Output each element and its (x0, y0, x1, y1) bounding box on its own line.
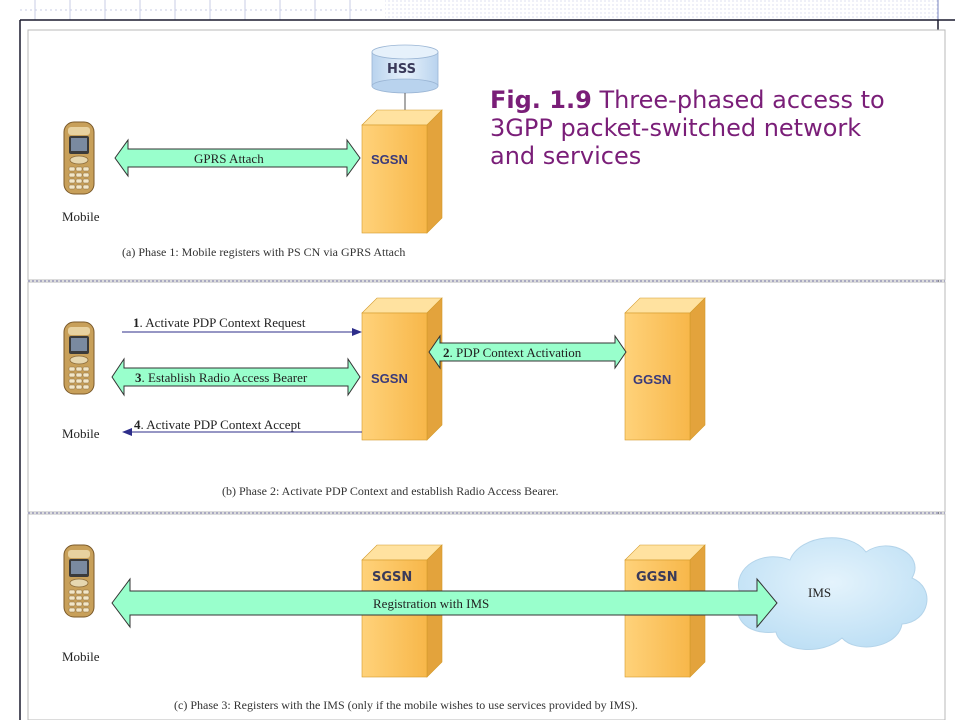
phase2-sgsn-label: SGSN (371, 371, 408, 386)
phase1-phone-icon (63, 121, 95, 195)
figure-title: Fig. 1.9 Three-phased access to 3GPP pac… (490, 86, 910, 170)
phase3-phone-icon (63, 544, 95, 618)
phase3-caption: (c) Phase 3: Registers with the IMS (onl… (174, 698, 638, 712)
step2-number: 2 (443, 345, 450, 360)
phase2-sgsn-box (361, 297, 443, 441)
step3-number: 3 (135, 370, 142, 385)
phase1-sgsn-box (361, 109, 443, 234)
header-pattern (385, 0, 940, 20)
pdp-context-activation-arrow (428, 334, 627, 370)
figure-number: Fig. 1.9 (490, 86, 592, 114)
phase3-mobile-label: Mobile (62, 649, 100, 664)
step4-text: . Activate PDP Context Accept (140, 417, 301, 432)
step3-text: . Establish Radio Access Bearer (141, 370, 308, 385)
step2-text: . PDP Context Activation (449, 345, 582, 360)
radio-access-bearer-arrow (111, 357, 361, 397)
hss-label: HSS (387, 62, 417, 77)
phase1-hss-cylinder (371, 44, 439, 94)
ims-label: IMS (808, 585, 832, 600)
ims-cloud (737, 537, 928, 650)
step1-number: 1 (133, 315, 140, 330)
registration-with-ims-label: Registration with IMS (373, 596, 490, 611)
gprs-attach-arrow (114, 138, 361, 178)
phase2-ggsn-box (624, 297, 706, 441)
phase1-sgsn-label: SGSN (371, 152, 408, 167)
phase2-phone-icon (63, 321, 95, 395)
phase1-mobile-label: Mobile (62, 209, 100, 224)
step1-label: 1. Activate PDP Context Request (133, 316, 305, 329)
step2-label: 2. PDP Context Activation (443, 346, 581, 359)
gprs-attach-label: GPRS Attach (194, 151, 264, 166)
phase2-caption: (b) Phase 2: Activate PDP Context and es… (222, 484, 559, 498)
figure-title-text: Three-phased access to 3GPP packet-switc… (490, 86, 885, 170)
phase3-sgsn-box (361, 544, 443, 678)
phase1-caption: (a) Phase 1: Mobile registers with PS CN… (122, 245, 406, 259)
panel-phase2 (27, 281, 946, 513)
phase2-ggsn-label: GGSN (633, 372, 672, 387)
step4-label: 4. Activate PDP Context Accept (134, 418, 301, 431)
registration-with-ims-arrow (111, 577, 778, 629)
step3-label: 3. Establish Radio Access Bearer (135, 371, 307, 384)
phase2-mobile-label: Mobile (62, 426, 100, 441)
phase3-ggsn-label: GGSN (636, 570, 678, 585)
step4-number: 4 (134, 417, 141, 432)
phase3-sgsn-label: SGSN (372, 570, 413, 585)
step1-text: . Activate PDP Context Request (139, 315, 306, 330)
